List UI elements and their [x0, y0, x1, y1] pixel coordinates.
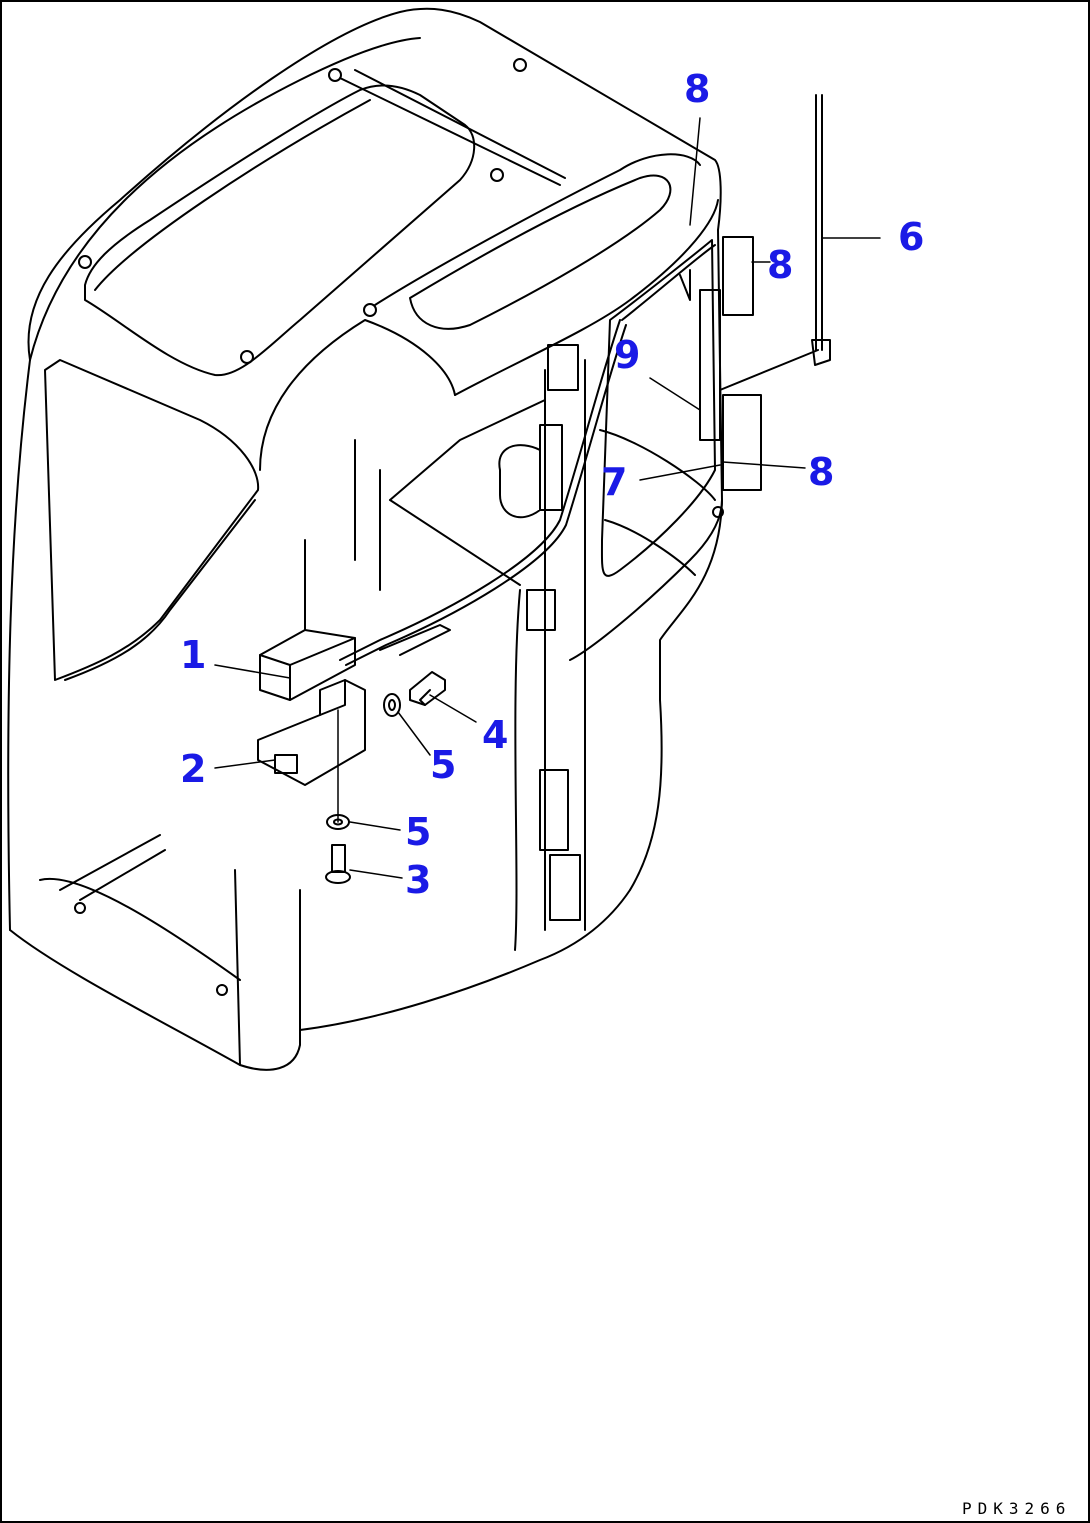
callout-5-upper: 5: [430, 743, 456, 787]
callout-9: 9: [614, 333, 640, 377]
part-8-strips: [722, 236, 762, 491]
part-6-rod: [719, 94, 831, 391]
callout-3: 3: [405, 858, 431, 902]
part-3-bolt: [325, 709, 351, 884]
callout-4: 4: [482, 713, 508, 757]
callout-2: 2: [180, 747, 206, 791]
callout-6: 6: [898, 215, 924, 259]
callout-labels: 8 6 8 9 8 7 1 4 2 5 5 3: [180, 67, 924, 902]
leader-lines: [214, 117, 881, 879]
callout-1: 1: [180, 633, 206, 677]
callout-7: 7: [601, 460, 627, 504]
wire-harness: [339, 244, 716, 666]
part-2-bracket: [257, 679, 366, 786]
callout-5-lower: 5: [405, 810, 431, 854]
callout-8-lower-right: 8: [808, 450, 834, 494]
callout-8-upper-right: 8: [767, 243, 793, 287]
part-5-washer-upper: [383, 693, 401, 717]
cab-body: [7, 7, 724, 1071]
callout-8-top: 8: [684, 67, 710, 111]
part-1-box: [259, 539, 356, 701]
drawing-code: PDK3266: [962, 1499, 1071, 1518]
part-4-bolt: [409, 671, 446, 706]
